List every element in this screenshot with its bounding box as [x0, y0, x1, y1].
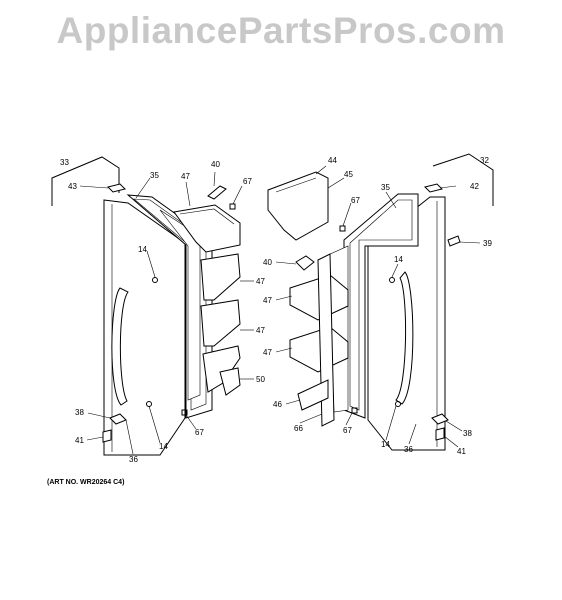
callout-14-right-upper: 14 [394, 255, 403, 264]
clip-67-lower-right [351, 407, 358, 414]
callout-36-left: 36 [129, 455, 138, 464]
callout-38-right: 38 [463, 429, 472, 438]
hinge-43 [107, 183, 126, 193]
callout-14-left-upper: 14 [138, 245, 147, 254]
callout-35-right: 35 [381, 183, 390, 192]
callout-67-top-left: 67 [243, 177, 252, 186]
hinge-38-right [431, 413, 449, 425]
left-door-assembly [51, 156, 254, 456]
bushing-41-right [435, 427, 445, 441]
callout-36-right: 36 [404, 445, 413, 454]
bracket-32 [432, 153, 494, 206]
callout-47-right-2: 47 [256, 326, 265, 335]
right-door-assembly [267, 153, 494, 451]
hinge-42 [424, 183, 443, 193]
callout-39: 39 [483, 239, 492, 248]
part-39 [447, 235, 461, 247]
callout-14-left-lower: 14 [159, 442, 168, 451]
clip-67-lower-left [181, 409, 188, 416]
callout-41-right: 41 [457, 447, 466, 456]
callout-38-left: 38 [75, 408, 84, 417]
callout-50: 50 [256, 375, 265, 384]
screw-14-d [395, 401, 401, 407]
callout-47-right-1: 47 [256, 277, 265, 286]
bracket-33 [51, 156, 120, 206]
clip-40 [207, 185, 227, 200]
callout-40-mid: 40 [263, 258, 272, 267]
callout-labels: 33 43 35 47 40 67 14 47 47 50 38 41 36 1… [60, 156, 492, 464]
callout-42: 42 [470, 182, 479, 191]
right-door-gasket [343, 193, 419, 419]
callout-32: 32 [480, 156, 489, 165]
callout-66: 66 [294, 424, 303, 433]
left-door-handle [111, 287, 129, 406]
callout-43: 43 [68, 182, 77, 191]
callout-47-left-1: 47 [263, 296, 272, 305]
callout-35-left: 35 [150, 171, 159, 180]
bushing-41-left [102, 429, 112, 443]
watermark-text: AppliancePartsPros.com [56, 10, 506, 51]
callout-45: 45 [344, 170, 353, 179]
callout-67-top-right: 67 [351, 196, 360, 205]
clip-40-mid [295, 255, 315, 271]
callout-67-left-lower: 67 [195, 428, 204, 437]
right-door-handle [395, 271, 414, 405]
callout-40-top: 40 [211, 160, 220, 169]
screw-14-c [389, 277, 395, 283]
callout-14-right-lower: 14 [381, 440, 390, 449]
callout-67-right-lower: 67 [343, 426, 352, 435]
callout-46: 46 [273, 400, 282, 409]
art-number: (ART NO. WR20264 C4) [47, 479, 125, 486]
cover-46 [297, 379, 329, 411]
bin-44 [267, 171, 329, 241]
callout-47-left-2: 47 [263, 348, 272, 357]
screw-14-a [152, 277, 158, 283]
left-door-bins [173, 204, 241, 396]
clip-67-top-right [339, 225, 346, 232]
callout-44: 44 [328, 156, 337, 165]
callout-33: 33 [60, 158, 69, 167]
clip-67-top-left [229, 203, 236, 210]
callout-47-top: 47 [181, 172, 190, 181]
callout-41-left: 41 [75, 436, 84, 445]
